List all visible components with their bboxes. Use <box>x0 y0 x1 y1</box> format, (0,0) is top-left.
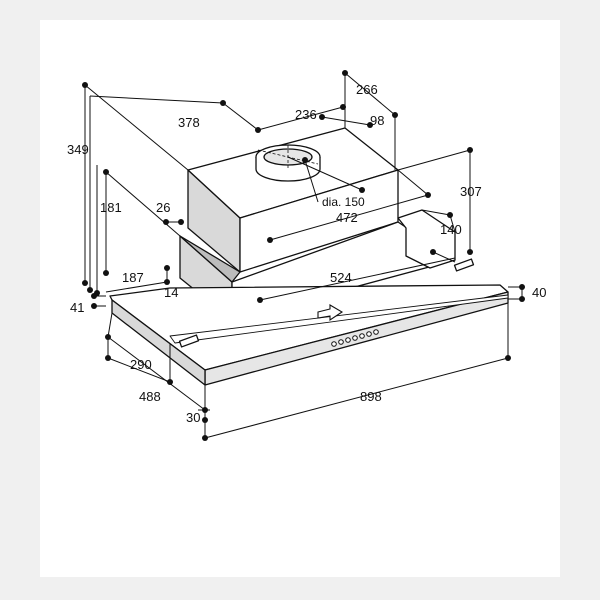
dim-266: 266 <box>356 82 378 97</box>
handle-left <box>178 334 200 348</box>
dim-307: 307 <box>460 184 482 199</box>
dim-524: 524 <box>330 270 352 285</box>
handle-right <box>453 258 475 272</box>
dim-236: 236 <box>295 107 317 122</box>
dim-30: 30 <box>186 410 200 425</box>
airflow-arrow-icon <box>317 304 344 322</box>
dim-378: 378 <box>178 115 200 130</box>
dimension-markers <box>82 70 525 441</box>
dim-181: 181 <box>100 200 122 215</box>
side-bracket <box>397 209 456 269</box>
control-buttons <box>331 329 379 347</box>
dim-187: 187 <box>122 270 144 285</box>
dim-40: 40 <box>532 285 546 300</box>
dim-140: 140 <box>440 222 462 237</box>
dim-898: 898 <box>360 389 382 404</box>
lower-box-front-dark <box>179 235 241 283</box>
dim-dia-150: dia. 150 <box>322 195 365 209</box>
dim-349: 349 <box>67 142 89 157</box>
dimension-lines <box>84 72 523 439</box>
dim-290: 290 <box>130 357 152 372</box>
dim-98: 98 <box>370 113 384 128</box>
dim-26: 26 <box>156 200 170 215</box>
dim-14: 14 <box>164 285 178 300</box>
dim-41: 41 <box>70 300 84 315</box>
visor-strip <box>169 294 509 344</box>
dim-488: 488 <box>139 389 161 404</box>
dim-472: 472 <box>336 210 358 225</box>
